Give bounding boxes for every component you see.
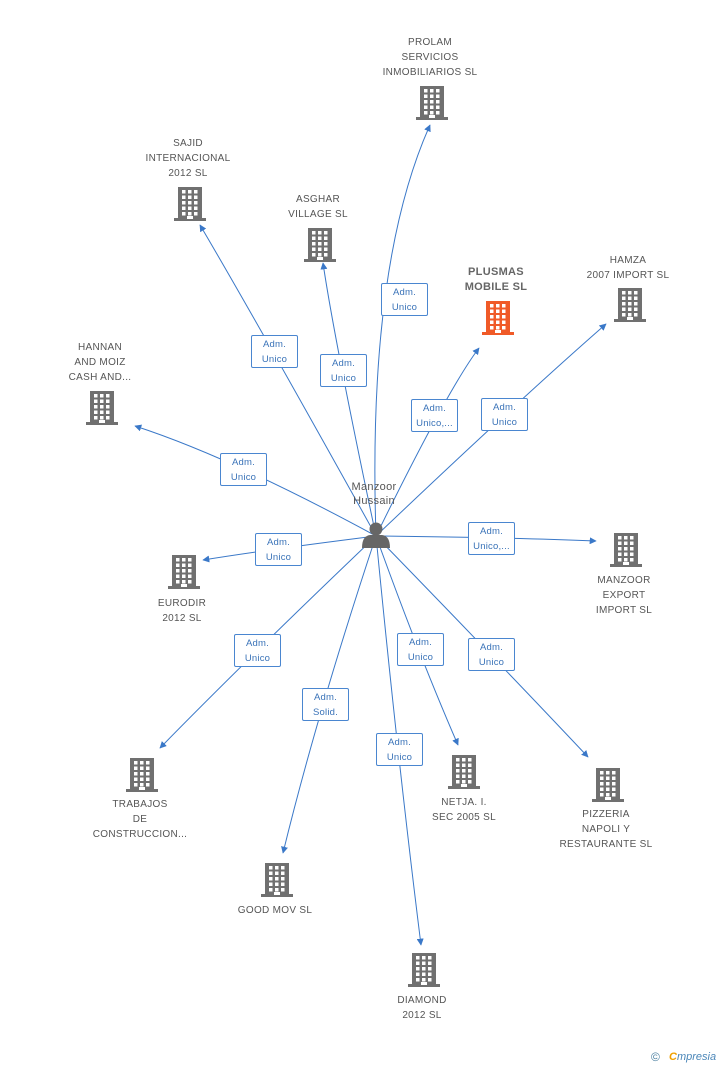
building-icon[interactable] (448, 755, 480, 789)
company-label-prolam[interactable]: PROLAM SERVICIOS INMOBILIARIOS SL (382, 37, 478, 78)
building-icon[interactable] (86, 391, 118, 425)
edge-label-hannan[interactable]: Adm. Unico (220, 453, 267, 486)
edge-label-eurodir[interactable]: Adm. Unico (255, 533, 302, 566)
edge-label-netja[interactable]: Adm. Unico (397, 633, 444, 666)
company-label-asghar[interactable]: ASGHAR VILLAGE SL (288, 194, 348, 220)
building-icon[interactable] (614, 288, 646, 322)
edge-label-asghar[interactable]: Adm. Unico (320, 354, 367, 387)
empresia-logo[interactable]: Cmpresia (669, 1051, 716, 1063)
company-label-netja[interactable]: NETJA. I. SEC 2005 SL (432, 797, 496, 823)
company-label-hannan[interactable]: HANNAN AND MOIZ CASH AND... (68, 342, 132, 383)
person-icon[interactable] (362, 522, 390, 549)
building-icon[interactable] (482, 301, 514, 335)
brand-initial: C (669, 1051, 677, 1063)
company-label-sajid[interactable]: SAJID INTERNACIONAL 2012 SL (145, 138, 231, 179)
company-label-manzoor_export[interactable]: MANZOOR EXPORT IMPORT SL (595, 575, 653, 616)
building-icon[interactable] (408, 953, 440, 987)
edge-label-diamond[interactable]: Adm. Unico (376, 733, 423, 766)
building-icon[interactable] (126, 758, 158, 792)
brand-rest: mpresia (676, 1051, 717, 1063)
company-label-pizzeria[interactable]: PIZZERIA NAPOLI Y RESTAURANTE SL (559, 809, 653, 850)
building-icon[interactable] (168, 555, 200, 589)
company-label-eurodir[interactable]: EURODIR 2012 SL (157, 598, 207, 624)
building-icon[interactable] (304, 228, 336, 262)
company-label-plusmas[interactable]: PLUSMAS MOBILE SL (464, 266, 528, 293)
nodes-layer (86, 86, 646, 987)
building-icon[interactable] (416, 86, 448, 120)
edge-label-pizzeria[interactable]: Adm. Unico (468, 638, 515, 671)
edge-label-sajid[interactable]: Adm. Unico (251, 335, 298, 368)
building-icon[interactable] (610, 533, 642, 567)
company-label-diamond[interactable]: DIAMOND 2012 SL (397, 995, 447, 1021)
company-label-goodmov[interactable]: GOOD MOV SL (237, 905, 313, 916)
edge-label-trabajos[interactable]: Adm. Unico (234, 634, 281, 667)
copyright-symbol: © (651, 1050, 660, 1064)
edge-prolam (374, 124, 431, 537)
edge-label-goodmov[interactable]: Adm. Solid. (302, 688, 349, 721)
building-icon[interactable] (592, 768, 624, 802)
edge-label-manzoor_export[interactable]: Adm. Unico,... (468, 522, 515, 555)
company-label-trabajos[interactable]: TRABAJOS DE CONSTRUCCION... (92, 799, 188, 840)
person-label[interactable]: Manzoor Hussain (351, 481, 397, 507)
company-label-hamza[interactable]: HAMZA 2007 IMPORT SL (586, 255, 670, 281)
edge-label-prolam[interactable]: Adm. Unico (381, 283, 428, 316)
building-icon[interactable] (261, 863, 293, 897)
building-icon[interactable] (174, 187, 206, 221)
edge-label-plusmas[interactable]: Adm. Unico,... (411, 399, 458, 432)
edge-label-hamza[interactable]: Adm. Unico (481, 398, 528, 431)
